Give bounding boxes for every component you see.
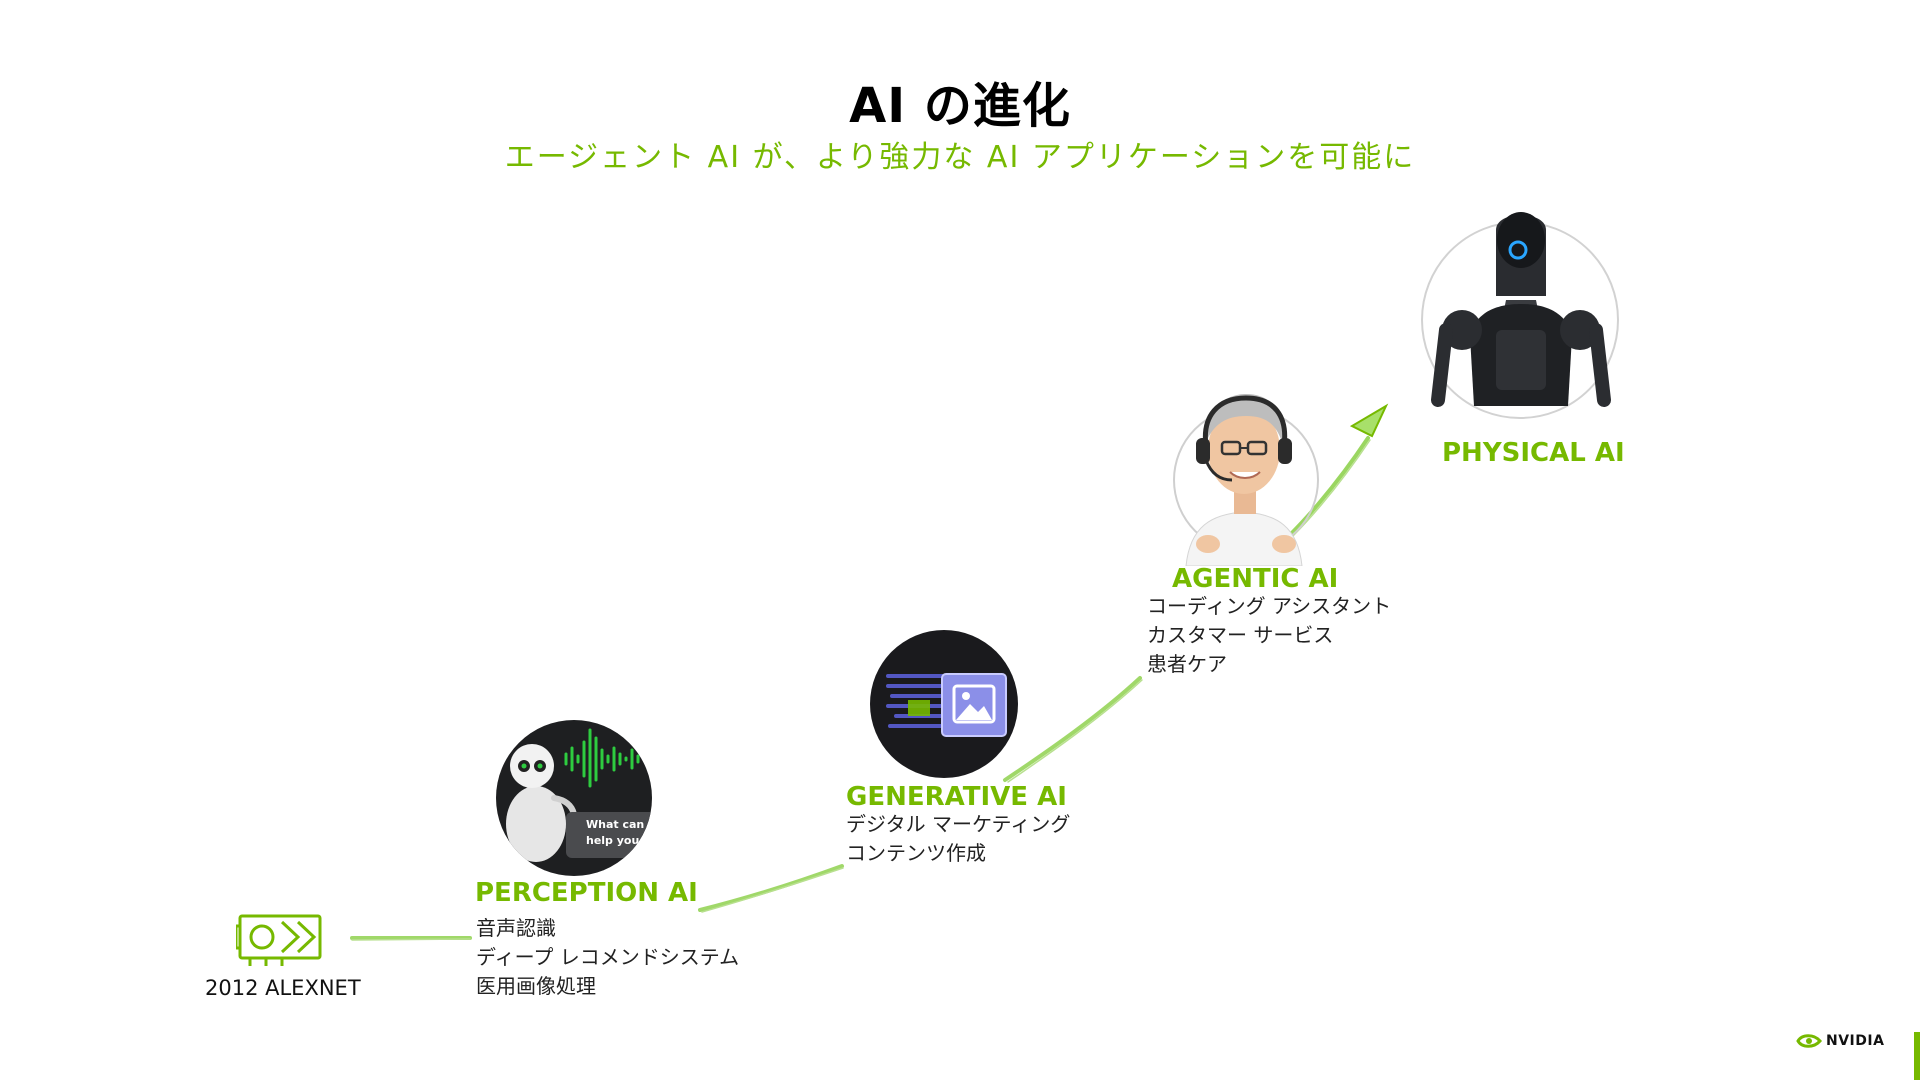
nvidia-logo: NVIDIA <box>1796 1032 1884 1050</box>
nvidia-logo-text: NVIDIA <box>1826 1033 1885 1049</box>
generative-ai-list: デジタル マーケティング コンテンツ作成 <box>846 810 1070 868</box>
chat-bubble-line-1: What can I <box>586 818 652 831</box>
list-item: 医用画像処理 <box>476 974 596 998</box>
generative-ai-title: GENERATIVE AI <box>846 782 1067 812</box>
perception-ai-title: PERCEPTION AI <box>475 878 698 908</box>
perception-ai-list: 音声認識 ディープ レコメンドシステム 医用画像処理 <box>476 914 739 1001</box>
path-segment-generative-agentic <box>1003 676 1142 782</box>
agentic-ai-image <box>1166 376 1322 567</box>
gpu-card-icon <box>236 914 322 966</box>
list-item: コンテンツ作成 <box>846 841 986 865</box>
list-item: 患者ケア <box>1147 652 1227 676</box>
chat-bubble-line-2: help you w <box>586 834 652 847</box>
list-item: デジタル マーケティング <box>846 812 1071 836</box>
path-segment-perception-generative <box>698 864 844 912</box>
agentic-ai-list: コーディング アシスタント カスタマー サービス 患者ケア <box>1147 592 1391 679</box>
avatar-headset-icon <box>1173 394 1319 567</box>
list-item: 音声認識 <box>476 916 556 940</box>
agentic-ai-title: AGENTIC AI <box>1172 564 1339 594</box>
page-title: AI の進化 <box>849 78 1071 134</box>
brand-accent-bar <box>1914 1032 1920 1080</box>
image-generation-icon <box>886 673 1007 737</box>
list-item: カスタマー サービス <box>1147 623 1334 647</box>
perception-ai-image: What can I help you w <box>496 720 652 876</box>
arrow-head-icon <box>1349 403 1389 438</box>
list-item: コーディング アシスタント <box>1147 594 1392 618</box>
page-subtitle: エージェント AI が、より強力な AI アプリケーションを可能に <box>504 140 1416 175</box>
physical-ai-image <box>1410 200 1624 436</box>
nvidia-eye-icon <box>1796 1034 1822 1048</box>
list-item: ディープ レコメンドシステム <box>476 945 740 969</box>
robot-waveform-icon <box>506 728 652 862</box>
physical-ai-title: PHYSICAL AI <box>1442 438 1625 468</box>
robot-icon <box>1421 212 1619 419</box>
alexnet-label: 2012 ALEXNET <box>205 976 361 1000</box>
generative-ai-image <box>870 630 1018 778</box>
